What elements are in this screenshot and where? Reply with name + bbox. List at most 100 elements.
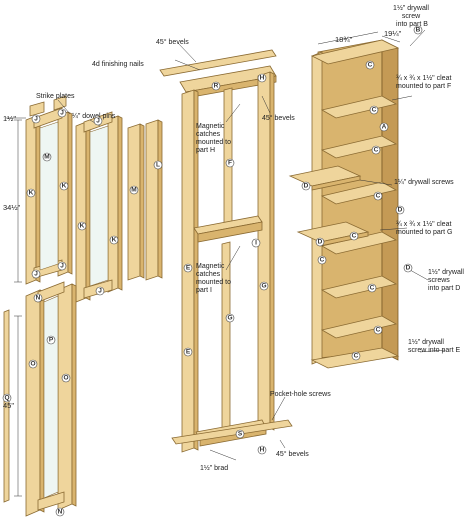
- callout-drywall-screw-e: 1½" drywall screw into part E: [408, 338, 460, 354]
- part-tag: I: [251, 238, 261, 248]
- svg-text:E: E: [186, 265, 191, 272]
- part-tag: K: [59, 181, 69, 191]
- part-tag: J: [93, 116, 103, 126]
- svg-text:J: J: [96, 118, 100, 125]
- callout-magnetic-i: Magnetic catches mounted to part I: [196, 263, 233, 294]
- svg-text:C: C: [376, 193, 381, 200]
- part-tag: J: [57, 108, 67, 118]
- svg-text:F: F: [228, 160, 232, 167]
- part-tag: J: [31, 269, 41, 279]
- svg-text:D: D: [406, 265, 411, 272]
- part-tag: D: [403, 263, 413, 273]
- svg-text:C: C: [372, 107, 377, 114]
- callout-magnetic-h: Magnetic catches mounted to part H: [196, 123, 233, 154]
- svg-text:K: K: [80, 223, 85, 230]
- callout-strike-plates: Strike plates: [36, 93, 75, 100]
- svg-text:A: A: [382, 124, 387, 131]
- svg-text:M: M: [44, 154, 49, 161]
- dim-shelf-width: 18¾": [335, 35, 353, 44]
- svg-text:C: C: [374, 147, 379, 154]
- callout-texts: 1½" 34½" 45" 18¾" 19¼" Strike plates ¼" …: [3, 4, 466, 472]
- callout-bevels-right: 45° bevels: [262, 114, 295, 122]
- svg-text:S: S: [238, 431, 243, 438]
- part-tag: K: [109, 235, 119, 245]
- part-tag: O: [61, 373, 71, 383]
- part-tag: D: [301, 181, 311, 191]
- callout-drywall-screws-1-4: 1¼" drywall screws: [394, 179, 454, 186]
- svg-text:C: C: [368, 62, 373, 69]
- part-tag: J: [57, 261, 67, 271]
- svg-text:C: C: [352, 233, 357, 240]
- callout-cleat-g: ¾ x ¾ x 1½" cleat mounted to part G: [396, 220, 453, 236]
- part-tag: L: [153, 160, 163, 170]
- part-tag: N: [55, 507, 65, 517]
- part-tag: O: [28, 359, 38, 369]
- dim-door-stile: 1½": [3, 114, 16, 123]
- svg-text:D: D: [304, 183, 309, 190]
- part-tag: H: [257, 445, 267, 455]
- svg-text:K: K: [112, 237, 117, 244]
- part-tag: J: [31, 114, 41, 124]
- callout-bevels-top: 45° bevels: [156, 38, 189, 46]
- svg-text:H: H: [260, 447, 265, 454]
- part-tag: C: [371, 145, 381, 155]
- part-tag: C: [373, 325, 383, 335]
- part-tag: C: [349, 231, 359, 241]
- svg-text:D: D: [398, 207, 403, 214]
- svg-text:O: O: [63, 375, 68, 382]
- callout-dowel-pins: ¼" dowel pins: [72, 113, 116, 120]
- svg-text:J: J: [60, 263, 64, 270]
- svg-text:R: R: [214, 83, 219, 90]
- callout-pocket-hole-screws: Pocket-hole screws: [270, 391, 331, 398]
- leader-lines: [57, 29, 446, 461]
- dim-shelf-depth: 19¼": [384, 29, 402, 38]
- middle-door: [75, 111, 123, 303]
- svg-text:G: G: [227, 315, 232, 322]
- lower-door: [3, 281, 77, 517]
- svg-text:C: C: [370, 285, 375, 292]
- svg-text:L: L: [156, 162, 160, 169]
- part-tag: C: [317, 255, 327, 265]
- svg-text:M: M: [131, 187, 136, 194]
- part-tag: H: [257, 73, 267, 83]
- svg-text:C: C: [320, 257, 325, 264]
- part-tag: C: [369, 105, 379, 115]
- svg-text:C: C: [376, 327, 381, 334]
- callout-finishing-nails: 4d finishing nails: [92, 61, 144, 68]
- svg-text:P: P: [49, 337, 54, 344]
- svg-text:K: K: [29, 190, 34, 197]
- svg-text:D: D: [318, 239, 323, 246]
- svg-text:J: J: [60, 110, 64, 117]
- part-tag: N: [33, 293, 43, 303]
- svg-text:J: J: [34, 271, 38, 278]
- part-tag: C: [367, 283, 377, 293]
- part-tag: M: [42, 152, 52, 162]
- part-tag: B: [413, 25, 423, 35]
- svg-text:B: B: [416, 27, 421, 34]
- callout-drywall-screw-b: 1½" drywall screw into part B: [393, 4, 431, 28]
- part-tag: D: [315, 237, 325, 247]
- callout-brad: 1½" brad: [200, 464, 228, 472]
- callout-bevels-bottom: 45° bevels: [276, 450, 309, 458]
- part-tag: G: [225, 313, 235, 323]
- left-upper-door: [25, 95, 73, 285]
- svg-text:N: N: [36, 295, 41, 302]
- part-tag: M: [129, 185, 139, 195]
- part-tag: G: [259, 281, 269, 291]
- svg-text:K: K: [62, 183, 67, 190]
- svg-text:O: O: [30, 361, 35, 368]
- dim-lower-height: 45": [3, 401, 14, 410]
- part-tag: E: [183, 347, 193, 357]
- part-tag: K: [26, 188, 36, 198]
- part-tag: E: [183, 263, 193, 273]
- part-tag: C: [365, 60, 375, 70]
- svg-text:I: I: [255, 240, 257, 247]
- face-frame: [159, 49, 293, 453]
- dim-door-height: 34½": [3, 203, 21, 212]
- svg-text:J: J: [98, 288, 102, 295]
- svg-text:N: N: [58, 509, 63, 516]
- callout-cleat-f: ¾ x ¾ x 1½" cleat mounted to part F: [396, 74, 453, 90]
- part-tag: Q: [2, 393, 12, 403]
- callout-drywall-screws-d: 1½" drywall screws into part D: [428, 268, 466, 292]
